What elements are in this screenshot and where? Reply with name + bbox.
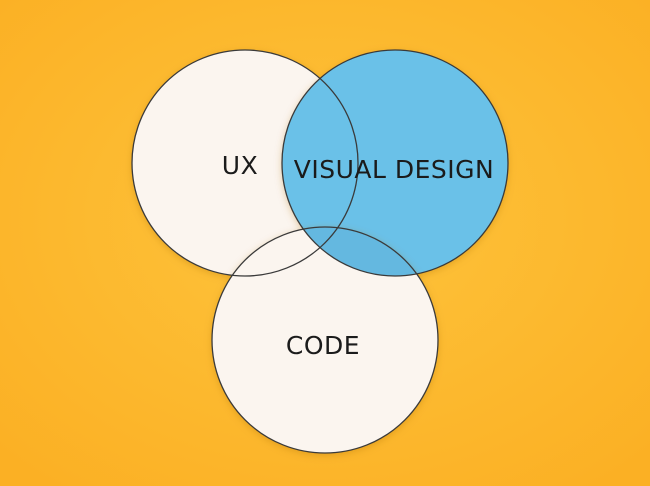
- code-circle: [212, 227, 438, 453]
- visual-design-circle: [282, 50, 508, 276]
- visual-design-outline: [281, 49, 509, 277]
- ux-label: UX: [222, 151, 258, 180]
- ux-outline: [131, 49, 359, 277]
- code-label: CODE: [286, 331, 360, 360]
- code-outline: [211, 226, 439, 454]
- visual-design-label: VISUAL DESIGN: [294, 155, 494, 184]
